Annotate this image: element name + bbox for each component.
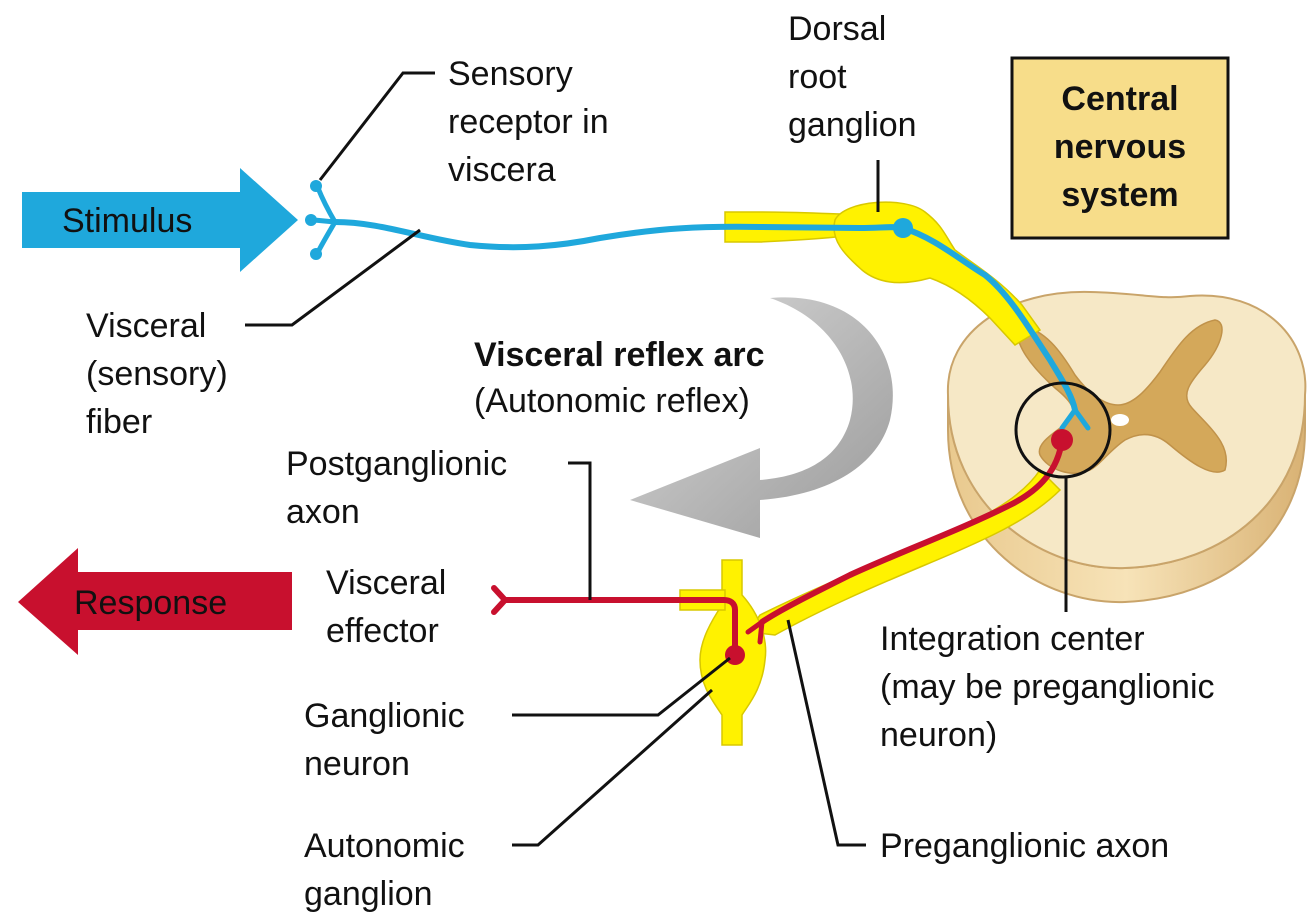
label-line: neuron) (880, 716, 997, 754)
leader-autonomic-ganglion (512, 690, 712, 845)
visceral-effector-ending (494, 588, 505, 612)
label-line: Visceral (326, 564, 446, 602)
leader-ganglionic-neuron (512, 658, 730, 715)
label-line: viscera (448, 151, 556, 189)
spinal-cord (948, 292, 1305, 602)
receptor-ending (310, 248, 322, 260)
integration-center-label: Integration center (may be preganglionic… (880, 620, 1215, 754)
label-line: Visceral (86, 307, 206, 345)
leader-visceral-sensory-fiber (245, 230, 420, 325)
label-line: axon (286, 493, 360, 531)
label-line: Preganglionic axon (880, 827, 1169, 865)
label-line: ganglion (304, 875, 433, 913)
sensory-neuron-cell-body (893, 218, 913, 238)
cns-label-line: nervous (1054, 128, 1186, 166)
receptor-ending (305, 214, 317, 226)
label-line: Postganglionic (286, 445, 507, 483)
label-line: Sensory (448, 55, 573, 93)
label-line: (may be preganglionic (880, 668, 1215, 706)
visceral-effector-label: Visceral effector (326, 564, 446, 650)
label-line: (sensory) (86, 355, 228, 393)
arc-title: Visceral reflex arc (474, 336, 765, 374)
label-line: Ganglionic (304, 697, 465, 735)
receptor-ending (310, 180, 322, 192)
dorsal-root-ganglion-label: Dorsal root ganglion (788, 10, 917, 144)
label-line: root (788, 58, 847, 96)
cns-label-line: Central (1061, 80, 1178, 118)
cns-label-line: system (1061, 176, 1178, 214)
label-line: Integration center (880, 620, 1145, 658)
label-line: effector (326, 612, 439, 650)
label-line: neuron (304, 745, 410, 783)
preganglionic-axon-label: Preganglionic axon (880, 827, 1169, 865)
autonomic-ganglion-label: Autonomic ganglion (304, 827, 465, 913)
sensory-receptor-endings (314, 188, 335, 252)
stimulus-arrow: Stimulus (22, 168, 298, 272)
label-line: fiber (86, 403, 152, 441)
cns-box: Central nervous system (1012, 58, 1228, 238)
leader-preganglionic-axon (788, 620, 866, 845)
dorsal-root-ganglion (834, 202, 1040, 345)
stimulus-label: Stimulus (62, 202, 192, 240)
ganglionic-neuron-label: Ganglionic neuron (304, 697, 465, 783)
central-canal (1111, 414, 1129, 426)
label-line: ganglion (788, 106, 917, 144)
sensory-receptor-label: Sensory receptor in viscera (448, 55, 609, 189)
leader-sensory-receptor (320, 73, 435, 180)
arc-subtitle: (Autonomic reflex) (474, 382, 750, 420)
arc-title-label: Visceral reflex arc (Autonomic reflex) (474, 336, 765, 420)
label-line: receptor in (448, 103, 609, 141)
response-arrow: Response (18, 548, 292, 655)
visceral-sensory-fiber-label: Visceral (sensory) fiber (86, 307, 228, 441)
leader-postganglionic-axon (568, 463, 590, 600)
label-line: Autonomic (304, 827, 465, 865)
label-line: Dorsal (788, 10, 886, 48)
response-label: Response (74, 584, 227, 622)
postganglionic-axon-label: Postganglionic axon (286, 445, 507, 531)
